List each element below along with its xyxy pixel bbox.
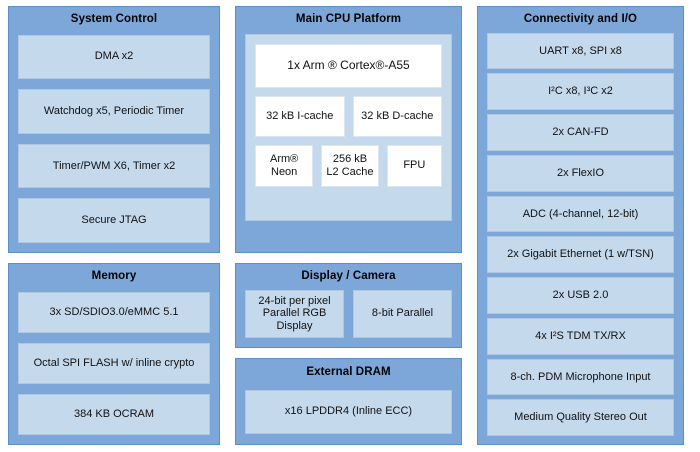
block-sd-sdio-emmc: 3x SD/SDIO3.0/eMMC 5.1 — [18, 291, 210, 333]
column-left: System Control DMA x2 Watchdog x5, Perio… — [8, 6, 220, 445]
block-usb: 2x USB 2.0 — [487, 277, 674, 314]
display-camera-rows: 24-bit per pixel Parallel RGB Display 8-… — [245, 289, 452, 338]
memory-rows: 3x SD/SDIO3.0/eMMC 5.1 Octal SPI FLASH w… — [18, 291, 210, 436]
cpu-core-row: 1x Arm ® Cortex®-A55 — [255, 43, 442, 88]
panel-external-dram: External DRAM x16 LPDDR4 (Inline ECC) — [235, 358, 462, 445]
block-pdm-microphone: 8-ch. PDM Microphone Input — [487, 358, 674, 396]
block-flexio: 2x FlexIO — [487, 154, 674, 192]
block-cortex-a55: 1x Arm ® Cortex®-A55 — [255, 43, 442, 88]
block-can-fd: 2x CAN-FD — [487, 114, 674, 151]
block-8bit-parallel: 8-bit Parallel — [353, 289, 452, 338]
block-dma: DMA x2 — [18, 34, 210, 80]
panel-title-main-cpu: Main CPU Platform — [295, 13, 402, 25]
block-octal-spi-flash: Octal SPI FLASH w/ inline crypto — [18, 342, 210, 384]
cpu-inner-container: 1x Arm ® Cortex®-A55 32 kB I-cache 32 kB… — [245, 33, 452, 221]
block-fpu: FPU — [386, 144, 442, 187]
block-i2s-tdm: 4x I²S TDM TX/RX — [487, 317, 674, 355]
block-d-cache: 32 kB D-cache — [352, 95, 442, 137]
column-right: Connectivity and I/O UART x8, SPI x8 I²C… — [477, 6, 684, 445]
cpu-cache-row: 32 kB I-cache 32 kB D-cache — [255, 95, 442, 137]
block-adc: ADC (4-channel, 12-bit) — [487, 195, 674, 233]
column-middle: Main CPU Platform 1x Arm ® Cortex®-A55 3… — [235, 6, 462, 445]
block-i-cache: 32 kB I-cache — [255, 95, 345, 137]
external-dram-rows: x16 LPDDR4 (Inline ECC) — [245, 389, 452, 434]
block-lpddr4: x16 LPDDR4 (Inline ECC) — [245, 389, 452, 434]
block-ocram: 384 KB OCRAM — [18, 393, 210, 436]
panel-system-control: System Control DMA x2 Watchdog x5, Perio… — [8, 6, 220, 253]
block-uart-spi: UART x8, SPI x8 — [487, 32, 674, 70]
cpu-units-row: Arm® Neon 256 kB L2 Cache FPU — [255, 144, 442, 187]
system-control-rows: DMA x2 Watchdog x5, Periodic Timer Timer… — [18, 34, 210, 243]
block-watchdog: Watchdog x5, Periodic Timer — [18, 89, 210, 134]
block-arm-neon: Arm® Neon — [255, 144, 314, 187]
connectivity-rows: UART x8, SPI x8 I²C x8, I³C x2 2x CAN-FD… — [487, 32, 674, 436]
panel-title-external-dram: External DRAM — [306, 366, 391, 378]
block-gigabit-ethernet: 2x Gigabit Ethernet (1 w/TSN) — [487, 236, 674, 273]
panel-title-system-control: System Control — [70, 13, 158, 25]
block-stereo-out: Medium Quality Stereo Out — [487, 399, 674, 436]
block-l2-cache: 256 kB L2 Cache — [321, 144, 379, 187]
panel-title-display-camera: Display / Camera — [301, 270, 396, 282]
panel-connectivity-io: Connectivity and I/O UART x8, SPI x8 I²C… — [477, 6, 684, 445]
panel-memory: Memory 3x SD/SDIO3.0/eMMC 5.1 Octal SPI … — [8, 263, 220, 445]
panel-main-cpu-platform: Main CPU Platform 1x Arm ® Cortex®-A55 3… — [235, 6, 462, 253]
panel-title-connectivity: Connectivity and I/O — [523, 13, 638, 25]
block-rgb-display: 24-bit per pixel Parallel RGB Display — [245, 289, 344, 338]
block-i2c-i3c: I²C x8, I³C x2 — [487, 73, 674, 110]
panel-display-camera: Display / Camera 24-bit per pixel Parall… — [235, 263, 462, 348]
block-timer-pwm: Timer/PWM X6, Timer x2 — [18, 143, 210, 189]
panel-title-memory: Memory — [91, 270, 137, 282]
block-secure-jtag: Secure JTAG — [18, 198, 210, 243]
